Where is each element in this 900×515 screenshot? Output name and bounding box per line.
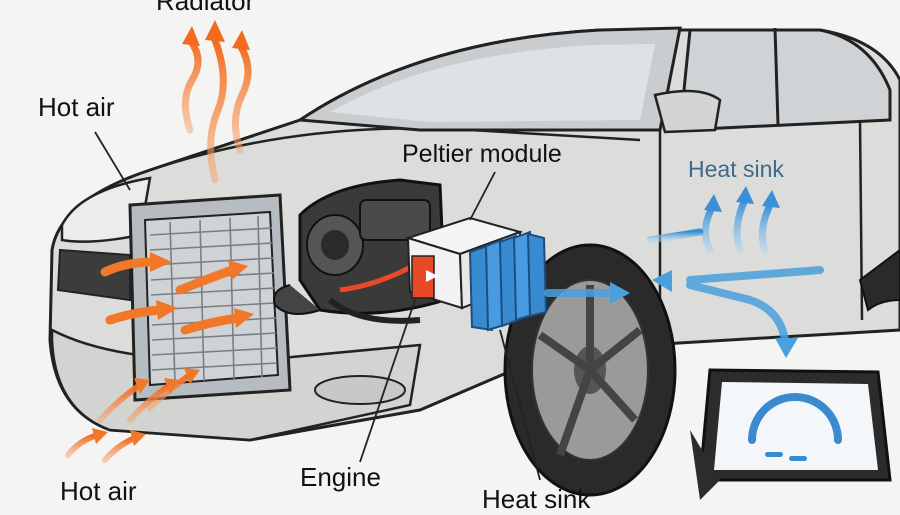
- cool-flow-arrowheads: [610, 270, 798, 358]
- hot-air-front-arrowheads: [150, 252, 254, 328]
- peltier-module-label: Peltier module: [402, 140, 562, 168]
- rear-wheel: [858, 248, 900, 312]
- front-wheel: [503, 243, 677, 497]
- radiator: [128, 193, 292, 402]
- hot-air-arrows-rising: [182, 36, 252, 184]
- car-illustration: [48, 20, 900, 500]
- hot-air-arrowheads-rising: [182, 20, 250, 50]
- cool-flow-arrows: [544, 266, 824, 344]
- hot-air-label-bottom: Hot air: [60, 476, 137, 506]
- hot-air-bottom-arrowheads: [92, 368, 200, 446]
- diagram: Radiator Hot air Peltier module Heat sin…: [38, 0, 900, 514]
- heat-sink-label-right: Heat sink: [688, 156, 784, 182]
- hot-air-label-top: Hot air: [38, 92, 115, 122]
- cool-air-arrows: [646, 196, 774, 254]
- engine-label: Engine: [300, 462, 381, 492]
- radiator-label: Radiator: [156, 0, 255, 16]
- cool-air-arrowheads: [704, 186, 780, 212]
- leader-lines: [94, 131, 541, 481]
- heat-sink: [468, 230, 548, 332]
- dashboard-display: [690, 368, 892, 500]
